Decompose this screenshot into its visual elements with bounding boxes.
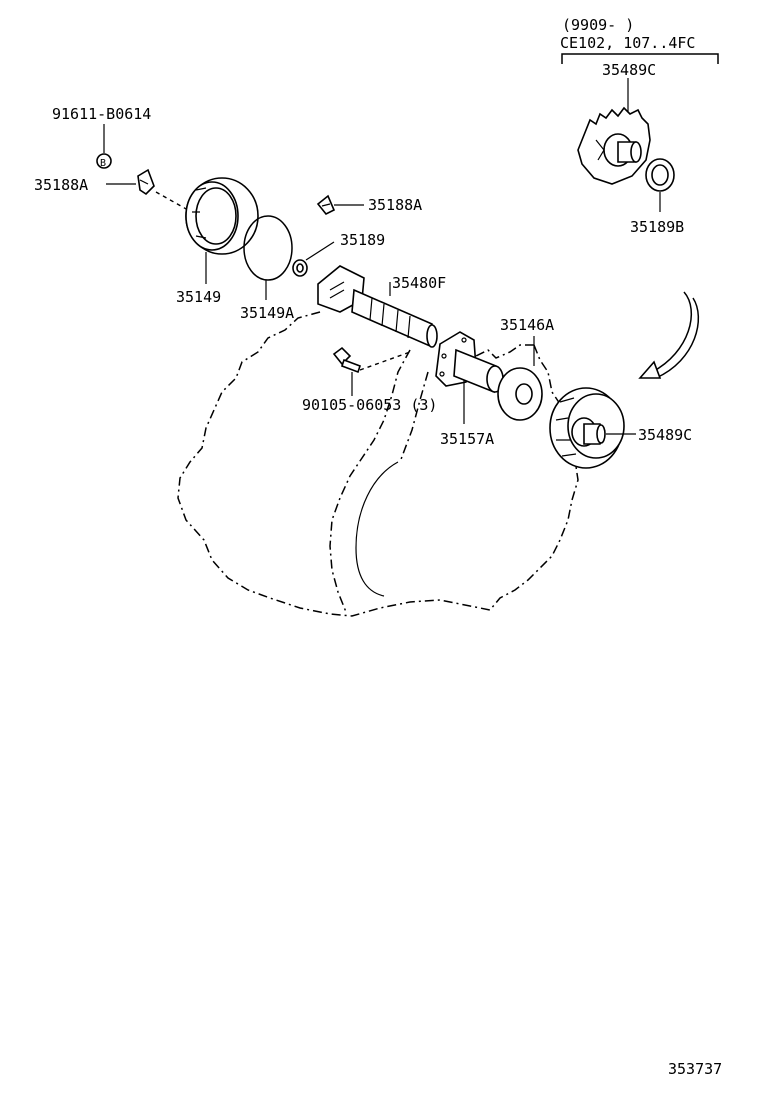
applicability-label: CE102, 107..4FC xyxy=(560,34,695,52)
oring-small-label: 35189 xyxy=(340,231,385,249)
flange-part xyxy=(435,331,504,394)
clip-left-dotted xyxy=(155,191,189,211)
oring-small-leader xyxy=(305,241,335,261)
range-note-label: (9909- ) xyxy=(562,16,634,34)
sleeve-label: 35149 xyxy=(176,288,221,306)
sleeve-part xyxy=(185,177,259,255)
oring-large-label: 35149A xyxy=(240,304,294,322)
oring-small-part xyxy=(292,259,308,277)
washer-part xyxy=(645,158,675,192)
gear-top-part xyxy=(577,106,651,185)
screw-part xyxy=(332,346,362,374)
gear-bottom-part xyxy=(549,387,625,469)
clip-right-part xyxy=(316,194,336,216)
clip-left-label: 35188A xyxy=(34,176,88,194)
oring-large-part xyxy=(243,215,293,281)
bolt-marker-label: B xyxy=(100,158,106,169)
gear-top-label: 35489C xyxy=(602,61,656,79)
washer-label: 35189B xyxy=(630,218,684,236)
arrow-icon xyxy=(638,291,700,379)
plate-label: 35146A xyxy=(500,316,554,334)
diagram-id-label: 353737 xyxy=(668,1060,722,1078)
screw-label: 90105-06053 (3) xyxy=(302,396,437,414)
bolt-marker-icon xyxy=(96,153,112,169)
clip-right-label: 35188A xyxy=(368,196,422,214)
transmission-case-outline xyxy=(177,311,579,617)
clip-left-part xyxy=(137,168,155,196)
sensor-label: 35480F xyxy=(392,274,446,292)
gear-bottom-label: 35489C xyxy=(638,426,692,444)
sensor-part xyxy=(317,265,438,348)
bolt-code-label: 91611-B0614 xyxy=(52,105,151,123)
top-applicability-bracket xyxy=(561,53,719,64)
screw-dotted xyxy=(359,351,411,371)
flange-label: 35157A xyxy=(440,430,494,448)
plate-part xyxy=(497,367,543,421)
